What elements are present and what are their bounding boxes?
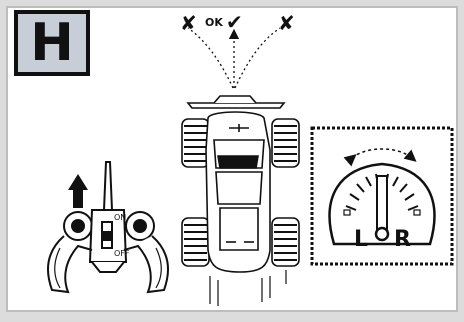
x-mark-icon: ✘ [278, 11, 295, 35]
transmitter-icon: ON OFF [47, 161, 169, 294]
x-mark-icon: ✘ [180, 11, 197, 35]
check-mark-icon: ✔ [226, 10, 243, 34]
direction-indicator: ✘ ✘ OK ✔ [180, 10, 295, 89]
trim-dial-inset: L R [310, 126, 454, 266]
step-letter: H [30, 13, 74, 73]
switch-on-label: ON [114, 213, 126, 222]
step-badge: H [14, 10, 90, 76]
ok-label: OK [205, 16, 223, 29]
trim-right-label: R [394, 227, 411, 252]
switch-off-label: OFF [114, 249, 130, 258]
up-arrow-icon [68, 174, 88, 208]
rc-car-icon [181, 95, 300, 306]
trim-left-label: L [354, 227, 368, 252]
curved-double-arrow-icon [343, 148, 417, 167]
